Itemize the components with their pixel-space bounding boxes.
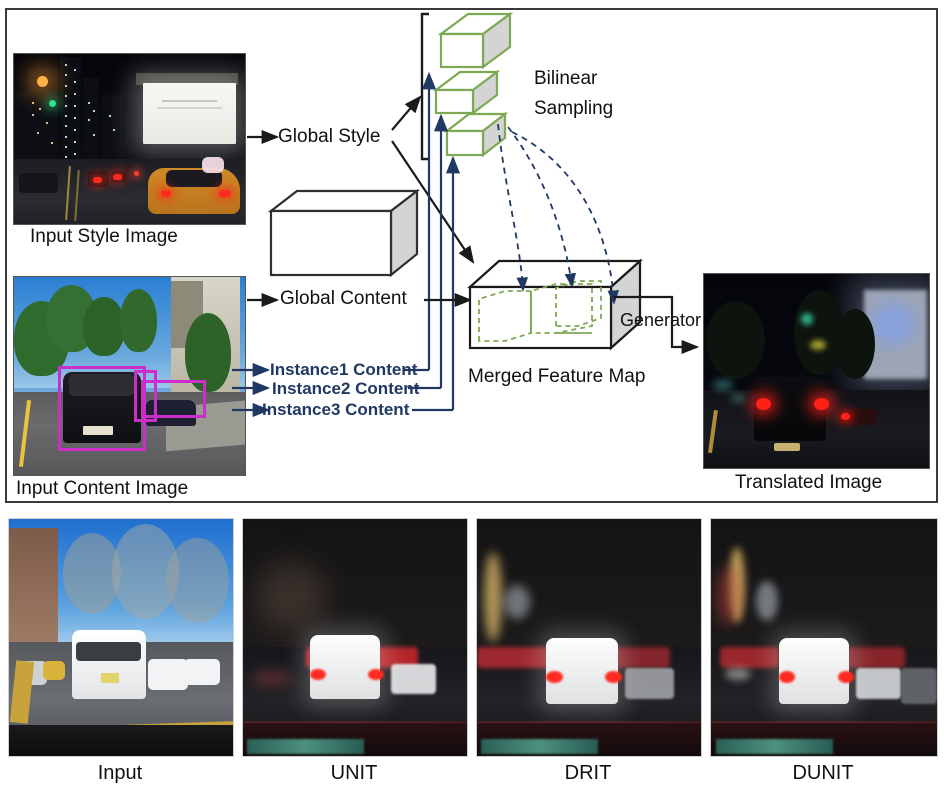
comparison-image-unit: [242, 518, 468, 757]
instance-bbox-1: [57, 366, 146, 452]
instance-bbox-3: [141, 379, 206, 418]
comparison-image-drit: [476, 518, 702, 757]
input-content-image: [13, 276, 246, 476]
label-global-content: Global Content: [280, 288, 407, 309]
caption-translated-image: Translated Image: [735, 472, 883, 493]
label-generator: Generator: [620, 310, 702, 330]
comparison-image-dunit: [710, 518, 938, 757]
label-bilinear-sampling-line1: Bilinear: [534, 68, 598, 89]
comparison-image-input: [8, 518, 234, 757]
label-bilinear-sampling-line2: Sampling: [534, 98, 614, 119]
comparison-label-unit: UNIT: [330, 762, 378, 784]
label-merged-feature-map: Merged Feature Map: [468, 366, 646, 387]
caption-input-style-image: Input Style Image: [30, 226, 178, 247]
label-instance3-content: Instance3 Content: [262, 400, 410, 419]
caption-input-content-image: Input Content Image: [16, 478, 189, 499]
label-global-style: Global Style: [278, 126, 381, 147]
input-style-image: [13, 53, 246, 225]
comparison-label-input: Input: [97, 762, 143, 784]
label-instance2-content: Instance2 Content: [272, 379, 420, 398]
comparison-label-dunit: DUNIT: [792, 762, 854, 784]
comparison-label-drit: DRIT: [564, 762, 612, 784]
instance-bbox-2: [134, 370, 158, 422]
translated-image: [703, 273, 930, 469]
label-instance1-content: Instance1 Content: [270, 360, 418, 379]
